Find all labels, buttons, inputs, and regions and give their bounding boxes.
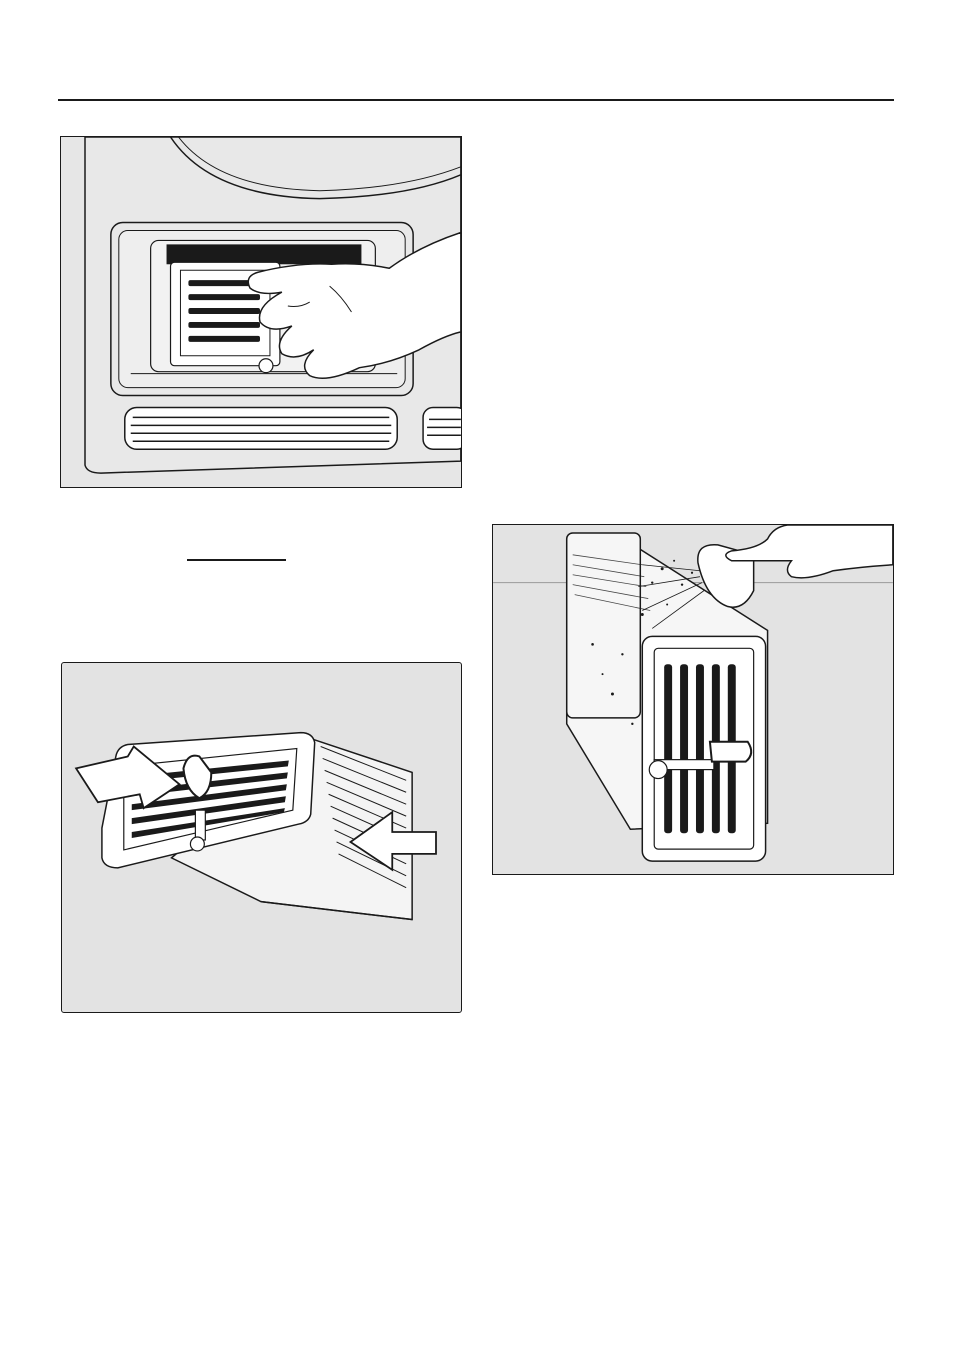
filter-arrows-icon (62, 663, 461, 1012)
filter-rinse-shower-illustration (492, 524, 894, 875)
dryer-filter-removal-icon (61, 137, 461, 487)
text-underline (187, 559, 286, 561)
filter-insert-arrows-illustration (61, 662, 462, 1013)
dryer-filter-removal-illustration (60, 136, 462, 488)
filter-rinse-icon (493, 525, 893, 874)
header-rule (58, 99, 894, 101)
